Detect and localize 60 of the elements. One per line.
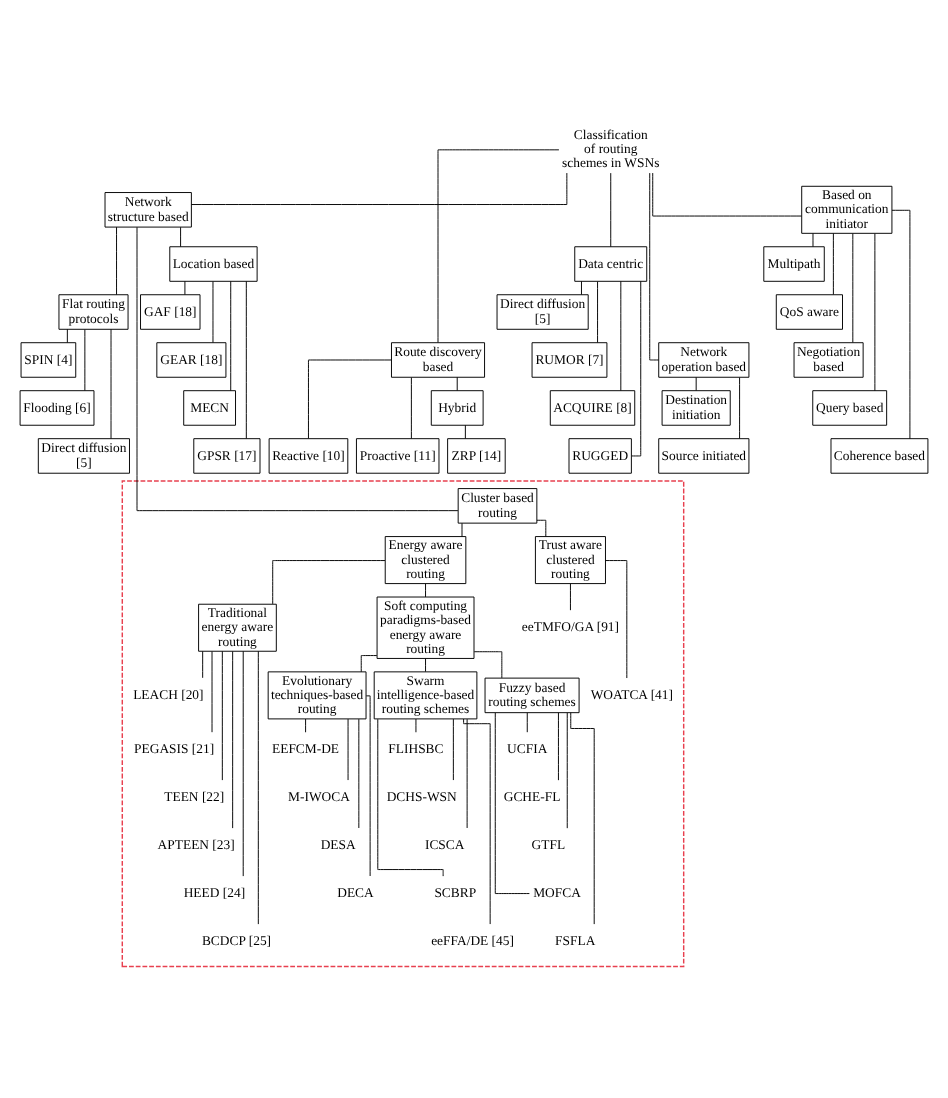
connector [597, 280, 599, 342]
connector [739, 376, 741, 438]
connector [202, 649, 204, 678]
connector [570, 711, 595, 924]
connector [461, 521, 463, 536]
connector [232, 650, 234, 828]
connector [425, 582, 427, 597]
connector [272, 559, 386, 604]
connector [242, 649, 244, 876]
connector [257, 649, 259, 924]
connector [852, 232, 854, 342]
connector [494, 711, 530, 894]
connector [358, 717, 360, 828]
cluster [121, 479, 685, 967]
connector [581, 279, 582, 295]
connector [437, 148, 560, 342]
connector [365, 694, 371, 876]
connector [360, 654, 378, 672]
connector [212, 280, 214, 342]
connector [425, 657, 427, 672]
connector [605, 559, 628, 678]
connector [526, 711, 528, 732]
connector [110, 327, 112, 438]
connector [466, 717, 468, 828]
connector [610, 171, 612, 247]
connector [631, 279, 642, 456]
connector [245, 279, 247, 438]
connector [84, 328, 86, 390]
connector [116, 225, 117, 295]
connector [347, 717, 349, 780]
connector [180, 225, 182, 247]
connector [649, 171, 660, 360]
connector [569, 582, 571, 610]
connector [464, 423, 466, 438]
connector [305, 717, 307, 732]
connector [812, 231, 814, 247]
connector [536, 518, 547, 536]
connector [307, 358, 392, 438]
connector [221, 649, 223, 780]
connector [620, 279, 622, 391]
connector [452, 717, 454, 780]
connector [891, 208, 911, 439]
connector [410, 376, 412, 438]
connector [184, 279, 186, 295]
connector [211, 650, 213, 732]
connector [832, 232, 834, 294]
connector [456, 375, 458, 390]
connector [377, 717, 444, 876]
connector [695, 375, 697, 390]
connector [652, 171, 803, 216]
connector [874, 232, 876, 391]
connector [557, 711, 559, 780]
connector [463, 717, 491, 924]
connector [473, 650, 503, 678]
connector [66, 327, 68, 343]
connector [190, 171, 568, 204]
connector [230, 279, 232, 391]
connector [136, 225, 459, 511]
connector [415, 717, 417, 732]
connector [566, 711, 568, 828]
